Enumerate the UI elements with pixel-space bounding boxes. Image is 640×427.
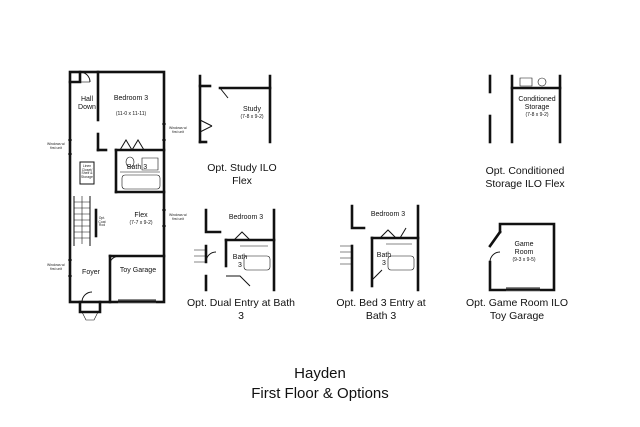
window-note-left-bottom: Windows w/ first unit: [46, 263, 66, 271]
window-note-right-bottom: Windows w/ first unit: [168, 213, 188, 221]
window-note-right-top: Windows w/ first unit: [168, 126, 188, 134]
foyer-label: Foyer: [82, 269, 100, 276]
conditioned-storage-option-plan: [488, 74, 562, 144]
study-option-plan: [198, 74, 272, 144]
coat-closet-note: Opt. Coat Rod: [98, 216, 106, 228]
bedroom-3-label: Bedroom 3: [113, 95, 149, 102]
dual-entry-bath-label: Bath 3: [232, 254, 248, 270]
game-room-label: Game Room: [514, 241, 534, 257]
flex-label: Flex: [134, 212, 148, 219]
game-room-caption: Opt. Game Room ILO Toy Garage: [465, 297, 569, 323]
bedroom-3-dimensions: (11-0 x 11-11): [115, 111, 147, 117]
study-dimensions: (7-8 x 9-2): [240, 114, 264, 120]
plan-title-name: Hayden: [294, 365, 346, 382]
toy-garage-label: Toy Garage: [119, 267, 157, 274]
bed3-entry-bath-label: Bath 3: [376, 252, 392, 268]
bed3-entry-bedroom-label: Bedroom 3: [370, 211, 406, 218]
game-room-dimensions: (9-3 x 9-5): [512, 257, 536, 263]
flex-dimensions: (7-7 x 9-2): [129, 220, 153, 226]
bed3-entry-option-plan: [340, 204, 420, 292]
hall-label: Hall Down: [78, 96, 96, 112]
study-label: Study: [243, 106, 261, 113]
bed3-entry-caption: Opt. Bed 3 Entry at Bath 3: [336, 297, 426, 323]
window-note-left-top: Windows w/ first unit: [46, 142, 66, 150]
linen-closet-note: Linen Closet/ Shelf & Storage: [81, 164, 93, 180]
conditioned-storage-caption: Opt. Conditioned Storage ILO Flex: [485, 165, 565, 191]
plan-title-subtitle: First Floor & Options: [251, 385, 389, 403]
main-floor-plan: [68, 70, 166, 321]
conditioned-storage-label: Conditioned Storage: [518, 96, 556, 112]
dual-entry-caption: Opt. Dual Entry at Bath 3: [187, 297, 295, 323]
bath-3-label: Bath 3: [126, 164, 148, 171]
plan-title: Hayden First Floor & Options: [200, 364, 440, 405]
conditioned-storage-dimensions: (7-8 x 9-2): [525, 112, 549, 118]
study-option-caption: Opt. Study ILO Flex: [207, 162, 277, 188]
game-room-option-plan: [488, 222, 556, 292]
dual-entry-bedroom-label: Bedroom 3: [228, 214, 264, 221]
dual-entry-option-plan: [194, 208, 276, 292]
